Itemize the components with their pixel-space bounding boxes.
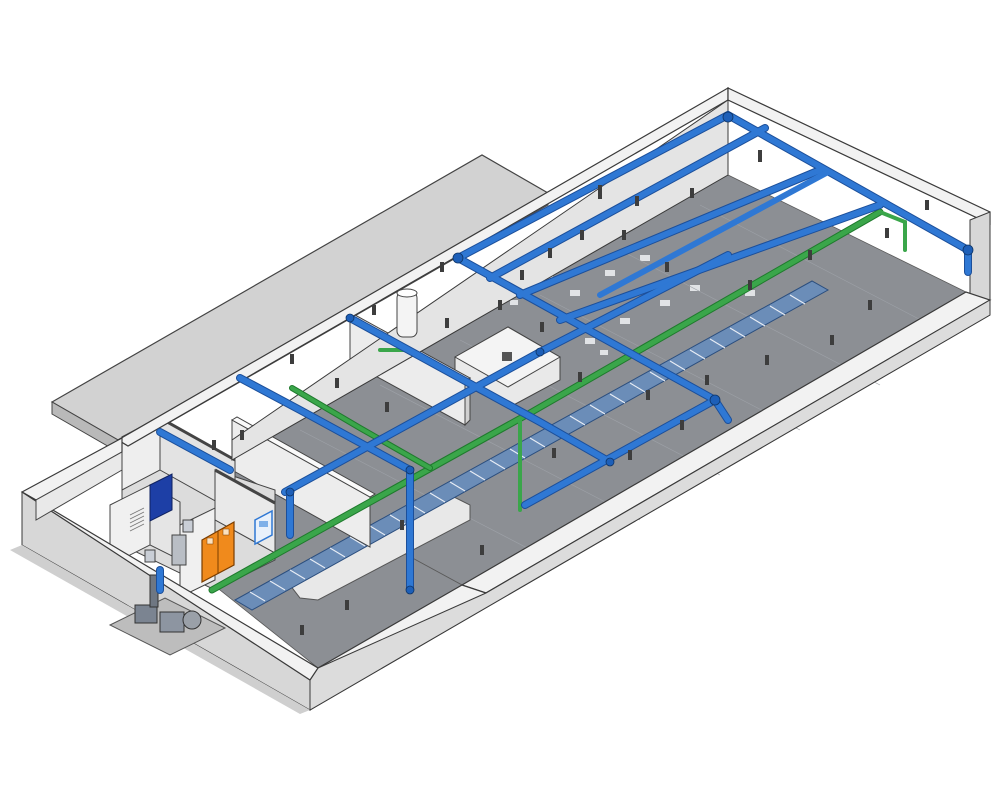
office-rooms	[109, 416, 276, 598]
orange-double-door-icon	[201, 520, 235, 583]
blue-door-icon	[149, 473, 173, 522]
blue-pipe-network	[156, 110, 974, 595]
wall-sign-icon	[254, 509, 273, 546]
tank-icon	[396, 288, 418, 338]
sprinkler-drop-icon	[212, 150, 929, 635]
perimeter-walls	[10, 86, 992, 714]
storage-tank	[396, 288, 418, 338]
floor-conveyor	[233, 280, 830, 611]
